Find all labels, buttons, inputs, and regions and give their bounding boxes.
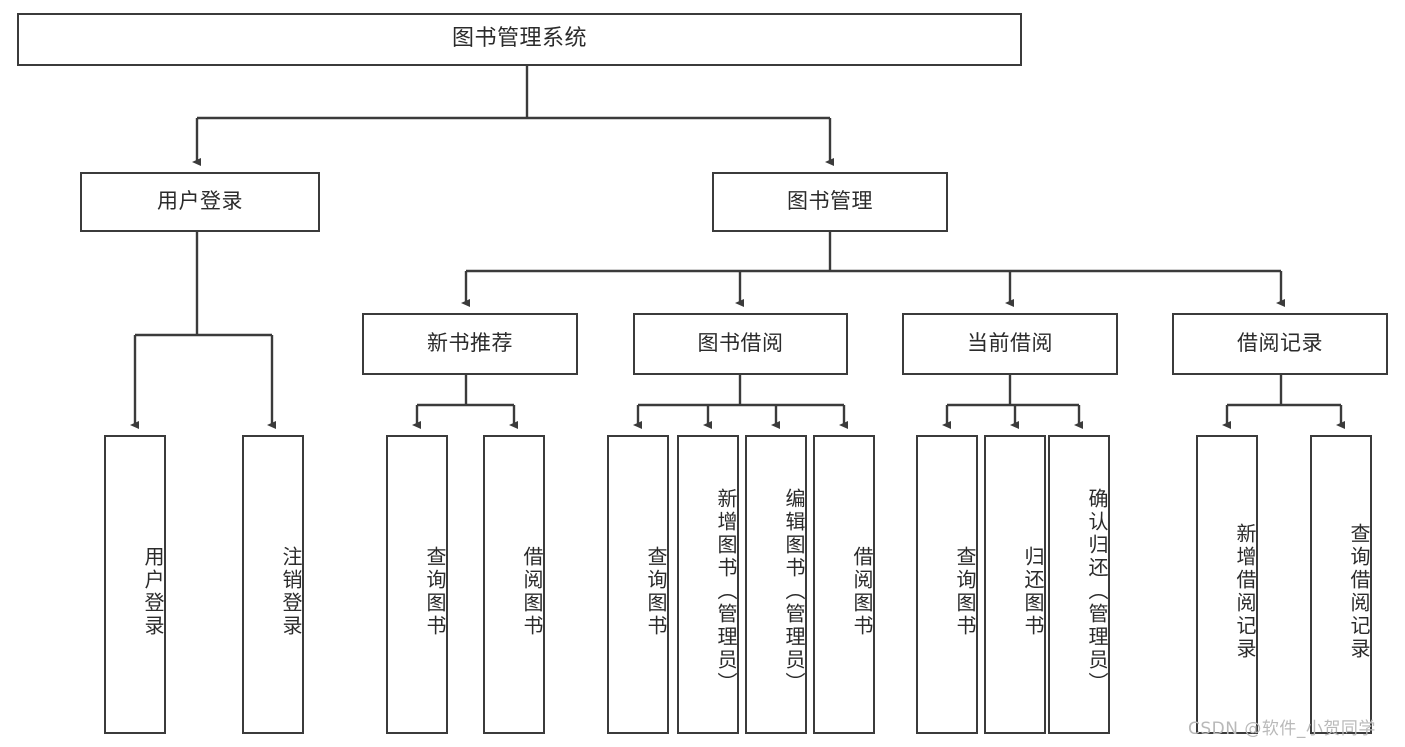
leaf-record-add-borrow-record[interactable]: 新增借阅记录: [1196, 435, 1258, 734]
node-book-management[interactable]: 图书管理: [712, 172, 948, 232]
node-label: 图书管理: [787, 189, 873, 214]
node-root-book-management-system[interactable]: 图书管理系统: [17, 13, 1022, 66]
leaf-current-query-book[interactable]: 查询图书: [916, 435, 978, 734]
node-user-login[interactable]: 用户登录: [80, 172, 320, 232]
node-label: 新增图书（管理员）: [714, 488, 738, 695]
leaf-borrow-borrow-book[interactable]: 借阅图书: [813, 435, 875, 734]
node-label: 查询图书: [644, 545, 668, 638]
node-label: 借阅图书: [520, 545, 544, 638]
node-label: 图书管理系统: [451, 26, 587, 52]
node-new-book-recommend[interactable]: 新书推荐: [362, 313, 578, 375]
leaf-user-login-login[interactable]: 用户登录: [104, 435, 166, 734]
leaf-borrow-query-book[interactable]: 查询图书: [607, 435, 669, 734]
leaf-current-confirm-return-admin[interactable]: 确认归还（管理员）: [1048, 435, 1110, 734]
node-label: 图书借阅: [697, 331, 784, 356]
node-label: 借阅图书: [850, 545, 874, 638]
node-label: 新书推荐: [427, 331, 513, 356]
csdn-watermark: CSDN @软件_小贺同学: [1188, 719, 1376, 739]
node-label: 查询借阅记录: [1347, 522, 1371, 661]
leaf-borrow-add-book-admin[interactable]: 新增图书（管理员）: [677, 435, 739, 734]
node-label: 借阅记录: [1237, 331, 1323, 356]
node-current-borrow[interactable]: 当前借阅: [902, 313, 1118, 375]
node-label: 注销登录: [279, 545, 303, 638]
node-label: 查询图书: [423, 545, 447, 638]
node-label: 用户登录: [157, 189, 243, 214]
leaf-current-return-book[interactable]: 归还图书: [984, 435, 1046, 734]
node-book-borrow[interactable]: 图书借阅: [633, 313, 848, 375]
leaf-borrow-edit-book-admin[interactable]: 编辑图书（管理员）: [745, 435, 807, 734]
node-label: 查询图书: [953, 545, 977, 638]
node-label: 用户登录: [141, 545, 165, 638]
node-label: 编辑图书（管理员）: [782, 488, 806, 695]
leaf-recommend-query-book[interactable]: 查询图书: [386, 435, 448, 734]
leaf-user-login-logout[interactable]: 注销登录: [242, 435, 304, 734]
node-label: 归还图书: [1021, 545, 1045, 638]
leaf-recommend-borrow-book[interactable]: 借阅图书: [483, 435, 545, 734]
node-label: 确认归还（管理员）: [1085, 488, 1109, 695]
node-label: 新增借阅记录: [1233, 522, 1257, 661]
node-label: 当前借阅: [967, 331, 1053, 356]
leaf-record-query-borrow-record[interactable]: 查询借阅记录: [1310, 435, 1372, 734]
node-borrow-record[interactable]: 借阅记录: [1172, 313, 1388, 375]
